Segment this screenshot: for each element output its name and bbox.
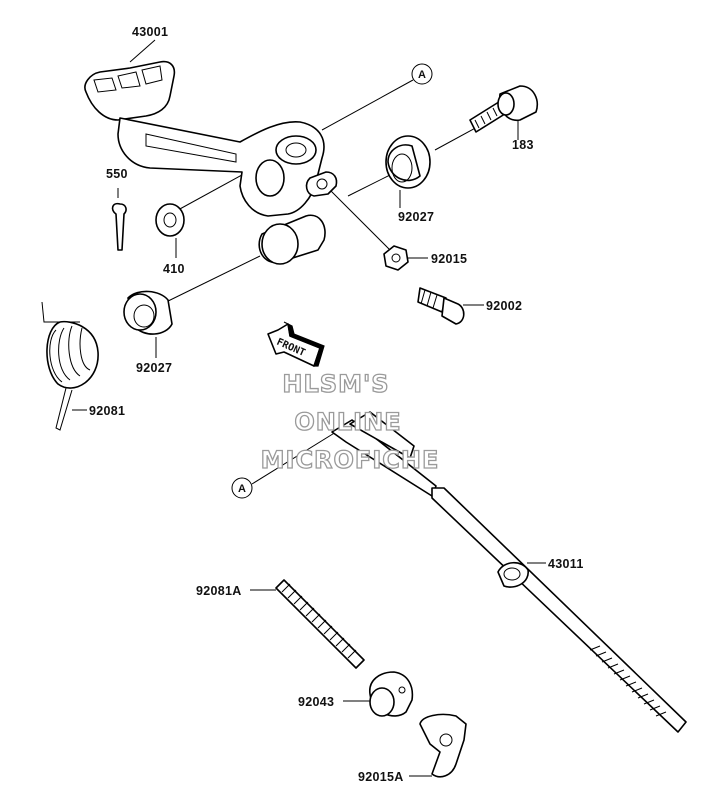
callout-a-bottom: A — [231, 477, 253, 499]
pin-92043-part — [369, 671, 414, 717]
label-92027-bottom: 92027 — [136, 361, 172, 375]
collar-92027-bottom-part — [123, 290, 173, 335]
watermark: HLSM'S ONLINE MICROFICHE — [260, 369, 440, 474]
pivot-sleeve-part — [258, 214, 326, 265]
watermark-line-1: HLSM'S — [282, 370, 389, 398]
label-92081: 92081 — [89, 404, 125, 418]
watermark-line-3: MICROFICHE — [261, 446, 440, 474]
front-direction-arrow-icon: FRONT — [267, 321, 325, 367]
brake-shaft-43011-part — [331, 411, 687, 733]
label-92027-top: 92027 — [398, 210, 434, 224]
label-43001: 43001 — [132, 25, 168, 39]
callout-a-bottom-letter: A — [238, 483, 246, 495]
bolt-183-part — [469, 85, 538, 133]
part-number-labels: 43001 183 550 410 92027 92015 92002 9202… — [89, 25, 584, 784]
collar-92027-top-part — [385, 135, 431, 189]
label-92043: 92043 — [298, 695, 334, 709]
bracket-92015A-part — [419, 713, 467, 778]
brake-pedal-part — [84, 60, 338, 217]
nut-92015-part — [383, 245, 409, 271]
label-92002: 92002 — [486, 299, 522, 313]
label-550: 550 — [106, 167, 128, 181]
callout-a-top-letter: A — [418, 69, 426, 81]
label-183: 183 — [512, 138, 534, 152]
washer-410-part — [155, 203, 185, 237]
callout-a-top: A — [411, 63, 433, 85]
bolt-92002-part — [417, 287, 465, 325]
watermark-line-2: ONLINE — [294, 408, 401, 436]
spring-92081A-part — [275, 579, 365, 669]
label-92015: 92015 — [431, 252, 467, 266]
label-92015A: 92015A — [358, 770, 404, 784]
label-410: 410 — [163, 262, 185, 276]
label-92081A: 92081A — [196, 584, 242, 598]
spring-92081-part — [41, 301, 99, 431]
cotter-pin-550-part — [111, 202, 127, 251]
label-43011: 43011 — [548, 557, 584, 571]
